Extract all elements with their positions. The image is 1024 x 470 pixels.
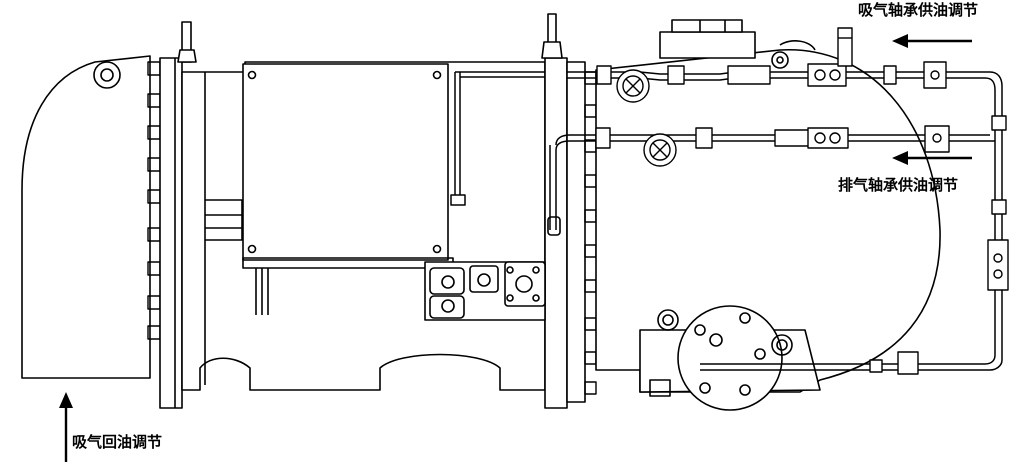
flange-disc	[677, 305, 783, 411]
check-valve	[727, 65, 771, 85]
oil-piping	[450, 71, 1003, 371]
label-suction-return-oil: 吸气回油调节	[72, 433, 163, 451]
box-screw	[432, 244, 442, 254]
terminal-box	[242, 63, 454, 269]
box-screw	[432, 70, 442, 80]
top-block	[659, 31, 756, 59]
box-screw	[247, 70, 257, 80]
bottom-flange	[639, 305, 821, 411]
suction-end-cover	[21, 55, 151, 379]
arrow-discharge-bearing	[892, 151, 972, 165]
adjust-valve-side	[987, 239, 1009, 291]
arrows	[59, 34, 972, 462]
valve-body	[807, 127, 849, 149]
discharge-flange	[541, 13, 586, 409]
box-screw	[247, 244, 257, 254]
valve-body	[807, 63, 847, 87]
plug	[657, 309, 679, 331]
fitting-hole	[771, 51, 789, 69]
solenoid-valves	[424, 261, 546, 321]
check-valve	[774, 129, 812, 147]
discharge-flange-bolts	[584, 71, 597, 395]
arrow-suction-return	[59, 392, 73, 462]
top-line-fittings	[596, 27, 947, 103]
valve-stem	[837, 27, 853, 67]
label-suction-bearing-oil: 吸气轴承供油调节	[858, 1, 979, 19]
middle-line-fittings	[595, 125, 950, 167]
lifting-eye	[93, 61, 121, 89]
arrow-suction-bearing	[892, 34, 972, 48]
right-line-fittings	[869, 115, 1009, 375]
plug	[771, 334, 793, 356]
label-discharge-bearing-oil: 排气轴承供油调节	[838, 176, 959, 194]
